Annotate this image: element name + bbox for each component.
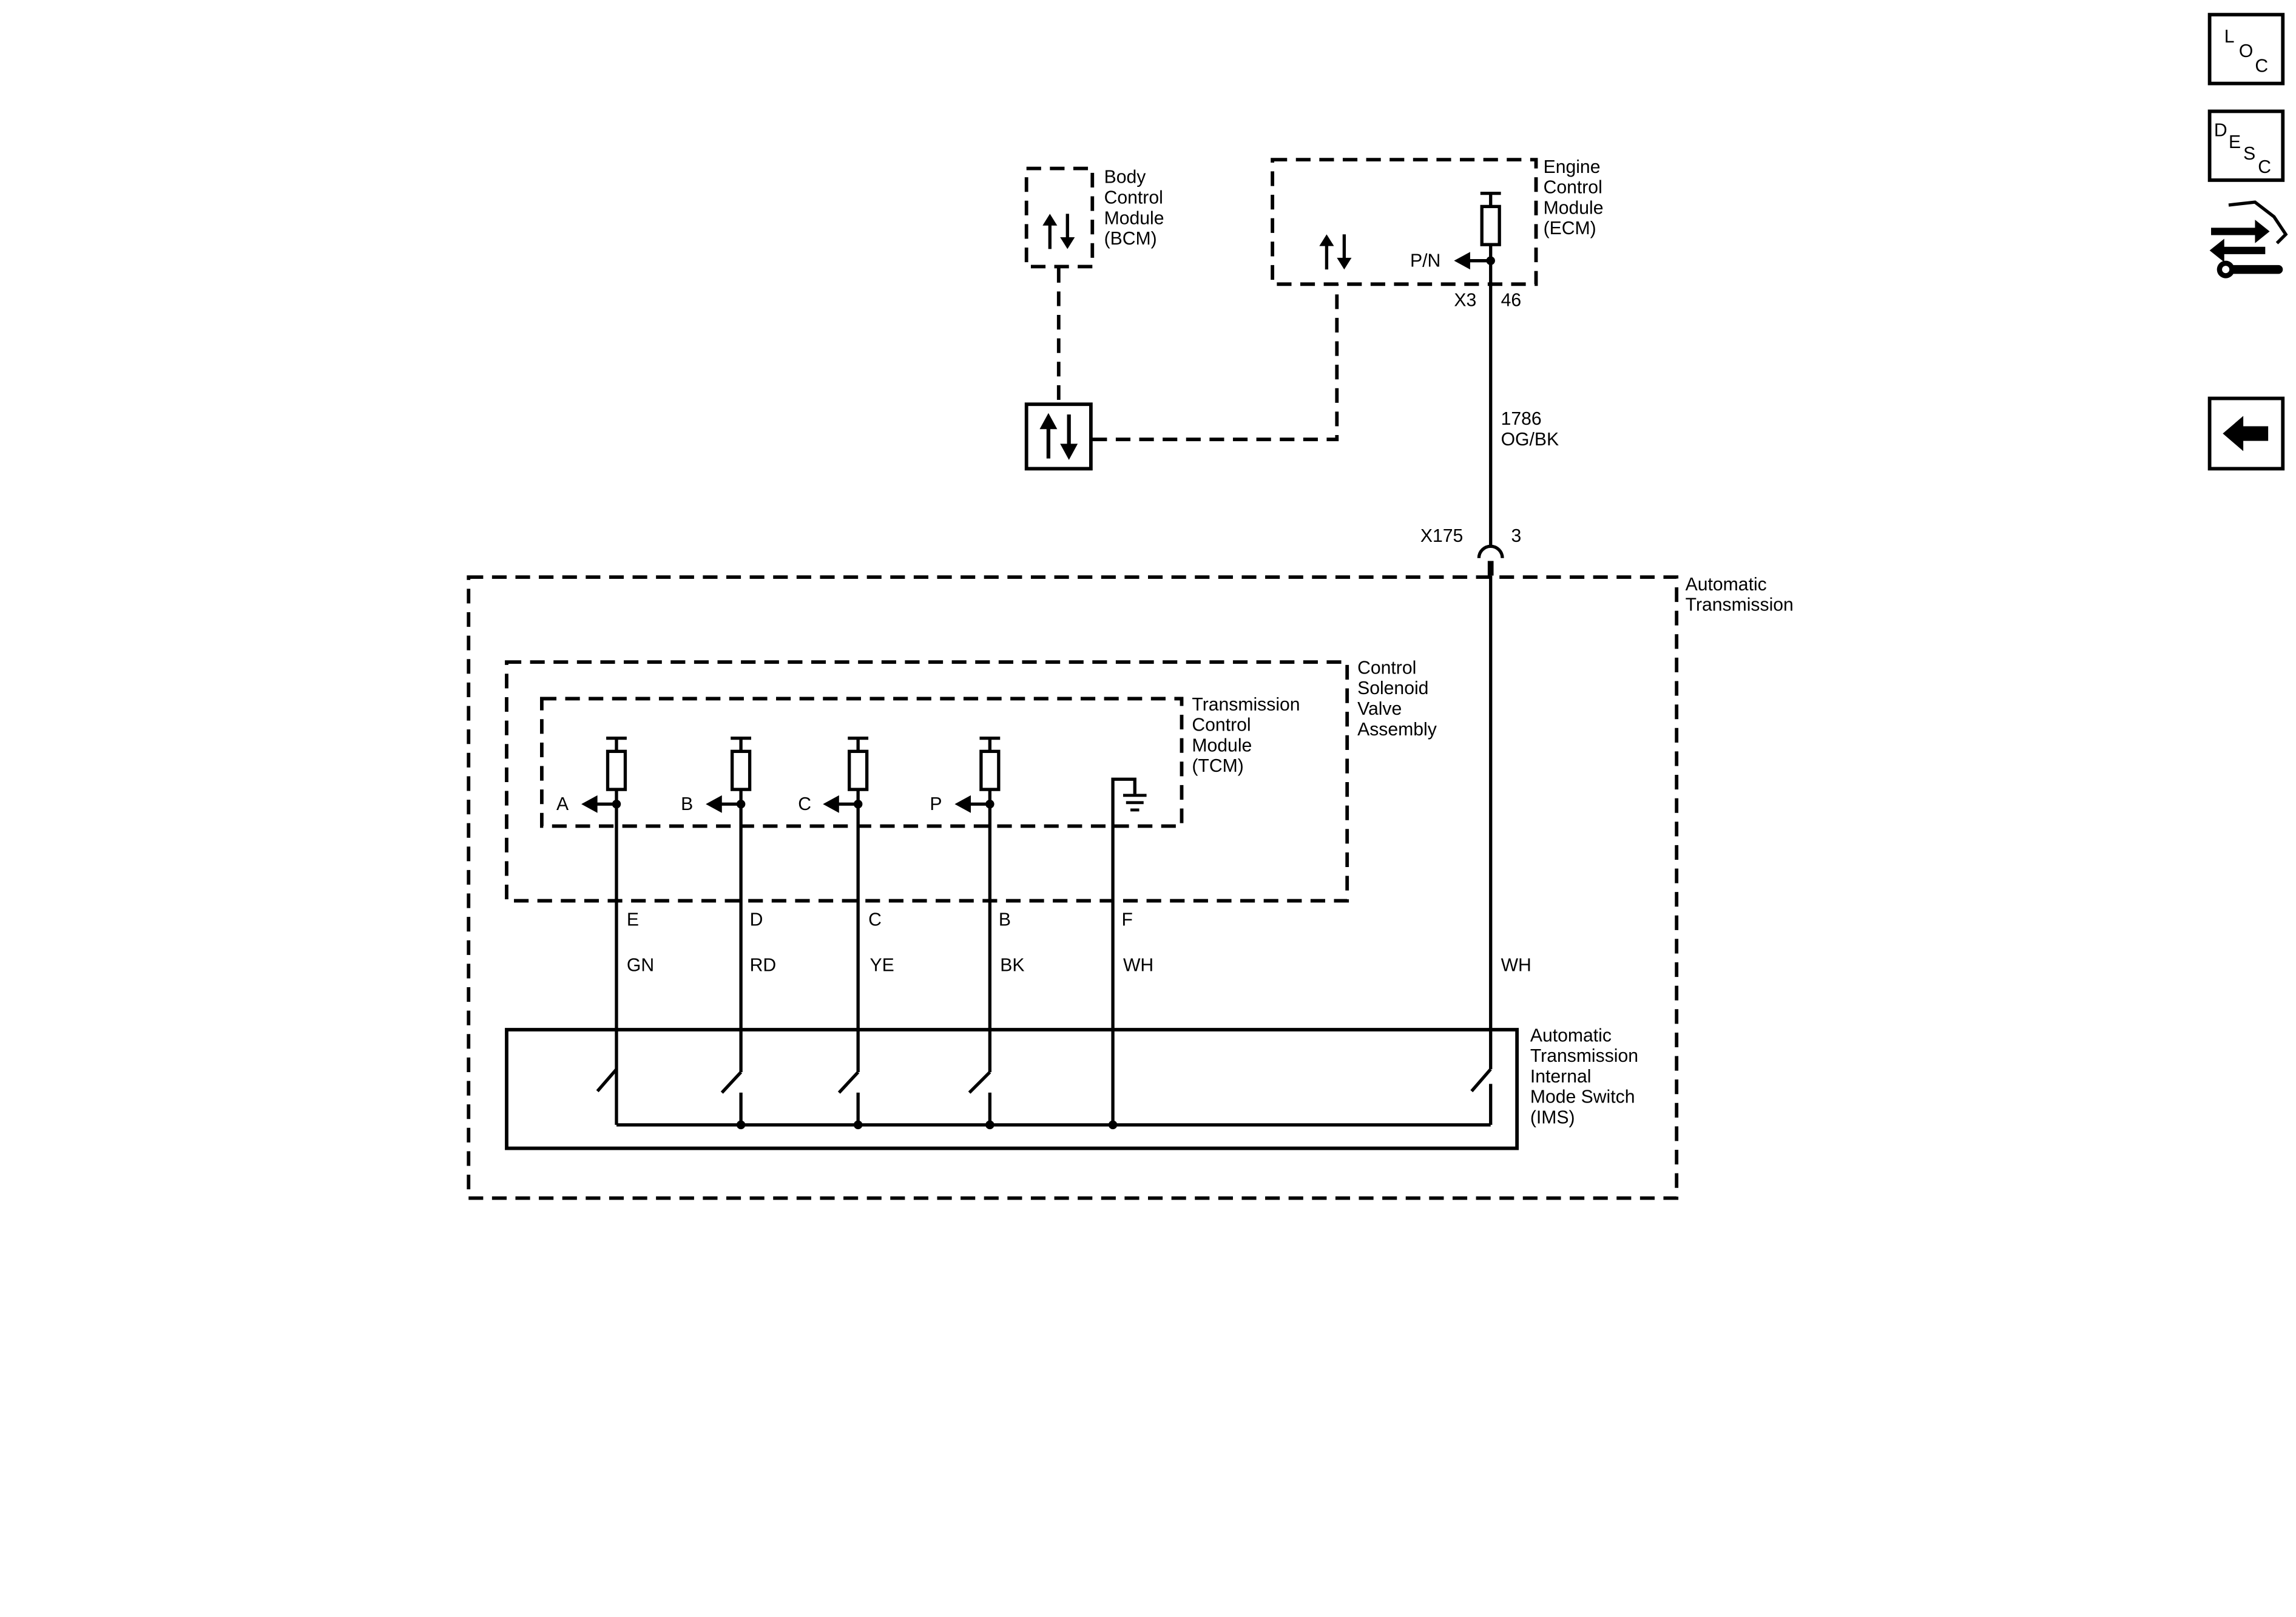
bcm-label-line-2: Control <box>1104 188 1163 208</box>
bcm-label-line-1: Body <box>1104 167 1147 187</box>
ims-switch-c <box>837 1071 860 1094</box>
loc-button[interactable]: L O C <box>2207 13 2285 86</box>
tcm-pin-c-label: C <box>868 910 882 930</box>
transmission-outline: Automatic Transmission <box>467 575 1794 1200</box>
tcm-label-line-2: Control <box>1192 715 1251 735</box>
tcm-channel-a: A E GN <box>556 736 654 1125</box>
ims-switch-b <box>720 1071 743 1094</box>
ecm-label-line-1: Engine <box>1544 157 1601 177</box>
tcm-label-line-4: (TCM) <box>1192 756 1243 776</box>
ground-icon <box>1123 794 1147 812</box>
csva-label-line-4: Assembly <box>1357 720 1437 740</box>
tcm-pin-f-label: F <box>1122 910 1133 930</box>
ecm-signal-label: P/N <box>1410 251 1440 271</box>
ims-label-line-4: Mode Switch <box>1530 1087 1635 1107</box>
ims-label-line-2: Transmission <box>1530 1046 1638 1066</box>
ims-label-line-3: Internal <box>1530 1067 1592 1087</box>
x175-connector: X175 3 <box>1420 526 1521 576</box>
tcm-signal-p-label: P <box>930 794 942 814</box>
tcm-signal-b-label: B <box>681 794 693 814</box>
ecm-data-link <box>1092 284 1339 442</box>
tcm-channel-p: P B BK <box>930 736 1024 1073</box>
wire-rd-label: RD <box>750 955 777 975</box>
tcm-label-line-3: Module <box>1192 735 1252 755</box>
x175-pin-label: 3 <box>1511 526 1521 546</box>
tcm-pin-d-label: D <box>750 910 763 930</box>
csva-label-line-3: Valve <box>1357 699 1402 719</box>
ims-switch-a <box>596 1068 618 1093</box>
ecm-module: P/N Engine Control Module (ECM) <box>1271 157 1604 286</box>
wire-wh-ground-label: WH <box>1123 955 1153 975</box>
tcm-channel-c: C C YE <box>798 736 894 1073</box>
ecm-connector-label: X3 <box>1454 291 1476 311</box>
desc-letter-e: E <box>2229 132 2241 152</box>
wire-wh-ecm-label: WH <box>1501 955 1531 975</box>
ecm-label-line-4: (ECM) <box>1544 218 1596 238</box>
circuit-number-label: 1786 <box>1501 409 1542 429</box>
tcm-pin-b-label: B <box>999 910 1011 930</box>
csva-outline: Control Solenoid Valve Assembly <box>505 658 1437 903</box>
tcm-pin-e-label: E <box>627 910 639 930</box>
ecm-reference-tick <box>1480 191 1501 205</box>
bcm-module: Body Control Module (BCM) <box>1024 166 1164 269</box>
loc-letter-l: L <box>2224 27 2235 47</box>
circuit-color-label: OG/BK <box>1501 430 1559 450</box>
ims-label-line-5: (IMS) <box>1530 1107 1575 1127</box>
wire-ye-label: YE <box>869 955 894 975</box>
bus-junction <box>1108 1120 1118 1130</box>
transmission-label-line-2: Transmission <box>1686 595 1794 615</box>
ims-box: Automatic Transmission Internal Mode Swi… <box>505 1025 1638 1150</box>
loc-letter-c: C <box>2255 56 2268 76</box>
ecm-label-line-2: Control <box>1544 178 1602 198</box>
tcm-signal-a-label: A <box>556 794 569 814</box>
bcm-label-line-4: (BCM) <box>1104 229 1157 249</box>
wrench-arrows-icon[interactable] <box>2209 200 2288 279</box>
bcm-data-arrows-icon <box>1042 214 1075 249</box>
ims-switch-p <box>968 1071 991 1094</box>
ecm-pin-label: 46 <box>1501 291 1522 311</box>
tcm-ground-channel: F WH <box>1111 777 1153 1125</box>
tcm-outline: Transmission Control Module (TCM) <box>540 695 1300 828</box>
transmission-label-line-1: Automatic <box>1686 575 1767 595</box>
ecm-resistor <box>1480 204 1501 246</box>
serial-data-icon <box>1024 402 1093 471</box>
tcm-channel-b: B D RD <box>681 736 777 1073</box>
tcm-label-line-1: Transmission <box>1192 695 1300 715</box>
ecm-label-line-3: Module <box>1544 198 1604 218</box>
csva-label-line-2: Solenoid <box>1357 678 1428 698</box>
ims-switch-pn <box>1470 1068 1493 1125</box>
desc-button[interactable]: D E S C <box>2207 109 2285 182</box>
back-arrow-icon[interactable] <box>2207 396 2285 471</box>
desc-letter-s: S <box>2243 144 2255 164</box>
desc-letter-c: C <box>2258 157 2271 177</box>
csva-label-line-1: Control <box>1357 658 1416 678</box>
loc-letter-o: O <box>2239 41 2253 61</box>
desc-letter-d: D <box>2214 120 2227 140</box>
bcm-label-line-3: Module <box>1104 208 1164 228</box>
wire-bk-label: BK <box>1000 955 1024 975</box>
ecm-data-arrows-icon <box>1319 234 1352 270</box>
wire-gn-label: GN <box>627 955 654 975</box>
tcm-signal-c-label: C <box>798 794 811 814</box>
x175-label: X175 <box>1420 526 1463 546</box>
ims-label-line-1: Automatic <box>1530 1025 1612 1045</box>
